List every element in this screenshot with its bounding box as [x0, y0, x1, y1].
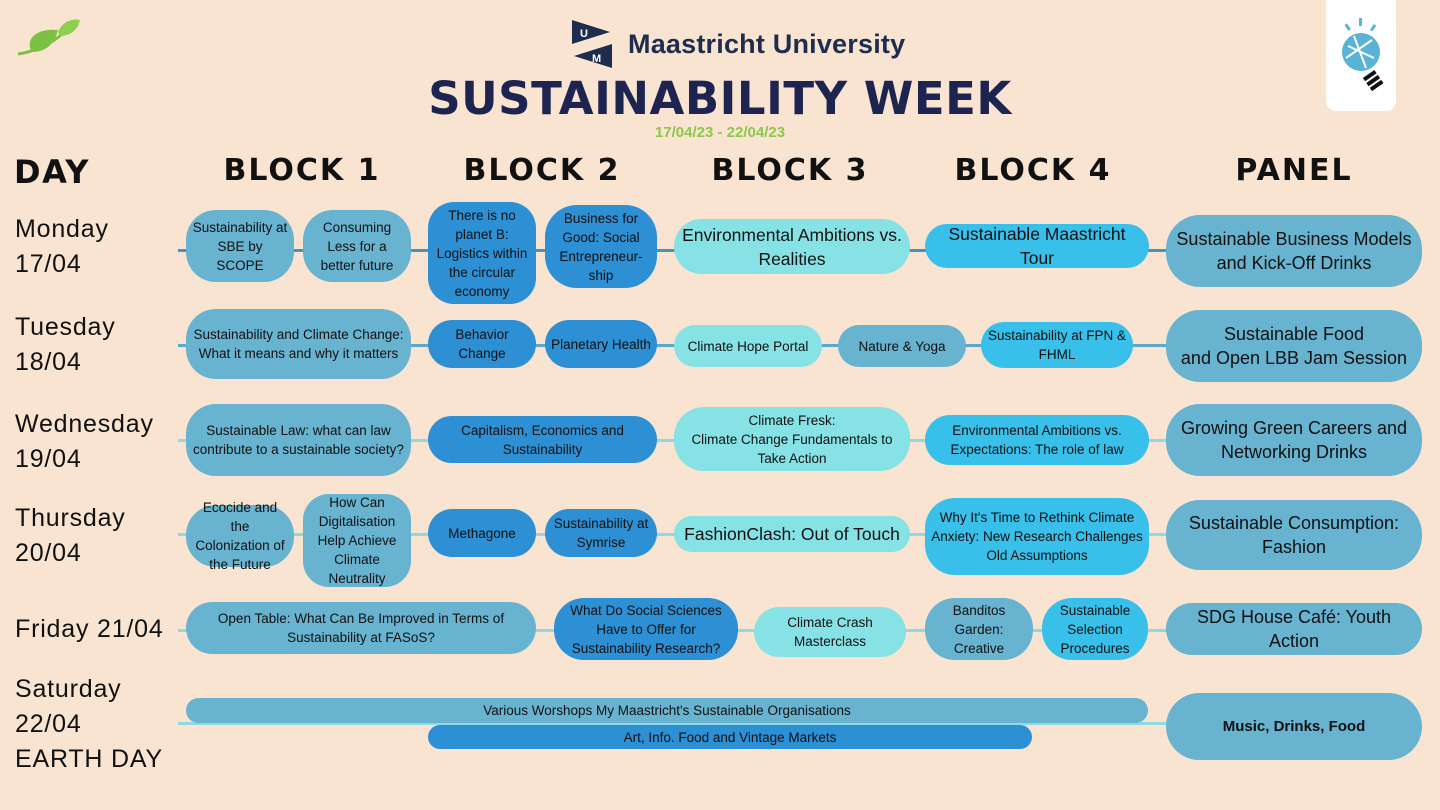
block1-header: BLOCK 1	[223, 153, 381, 188]
panel-header: PANEL	[1235, 153, 1353, 188]
date-range: 17/04/23 - 22/04/23	[654, 124, 786, 141]
event-monday-block3[interactable]: Environmental Ambitions vs. Realities	[674, 219, 910, 274]
day-friday: Friday 21/04	[15, 615, 164, 643]
event-friday-block4-b[interactable]: Sustainable Selection Procedures	[1042, 598, 1148, 660]
um-logo-icon: U M	[572, 20, 612, 68]
event-monday-block2-a[interactable]: There is no planet B: Logistics within t…	[428, 202, 536, 304]
event-monday-block1-a[interactable]: Sustainability at SBE by SCOPE	[186, 210, 294, 282]
event-thursday-block1-a[interactable]: Ecocide and the Colonization of the Futu…	[186, 500, 294, 572]
day-tuesday: Tuesday 18/04	[15, 313, 116, 376]
event-tuesday-block1[interactable]: Sustainability and Climate Change: What …	[186, 309, 411, 379]
event-thursday-panel[interactable]: Sustainable Consumption: Fashion	[1166, 500, 1422, 570]
event-friday-block3[interactable]: Climate Crash Masterclass	[754, 607, 906, 657]
event-tuesday-panel[interactable]: Sustainable Food and Open LBB Jam Sessio…	[1166, 310, 1422, 382]
event-wednesday-block1[interactable]: Sustainable Law: what can law contribute…	[186, 404, 411, 476]
block4-header: BLOCK 4	[954, 153, 1112, 188]
day-thursday: Thursday 20/04	[15, 504, 126, 567]
lightbulb-card	[1326, 0, 1396, 111]
event-tuesday-block3-a[interactable]: Climate Hope Portal	[674, 325, 822, 367]
university-logo: U M Maastricht University	[570, 16, 930, 72]
event-friday-block4-a[interactable]: Banditos Garden: Creative	[925, 598, 1033, 660]
event-wednesday-block3[interactable]: Climate Fresk: Climate Change Fundamenta…	[674, 407, 910, 471]
event-saturday-panel[interactable]: Music, Drinks, Food	[1166, 693, 1422, 760]
event-thursday-block4[interactable]: Why It's Time to Rethink Climate Anxiety…	[925, 498, 1149, 575]
event-friday-panel[interactable]: SDG House Café: Youth Action	[1166, 603, 1422, 655]
event-monday-panel[interactable]: Sustainable Business Models and Kick-Off…	[1166, 215, 1422, 287]
event-wednesday-panel[interactable]: Growing Green Careers and Networking Dri…	[1166, 404, 1422, 476]
event-wednesday-block4[interactable]: Environmental Ambitions vs. Expectations…	[925, 415, 1149, 465]
day-saturday: Saturday 22/04 EARTH DAY	[15, 675, 163, 773]
event-thursday-block2-a[interactable]: Methagone	[428, 509, 536, 557]
svg-text:M: M	[592, 53, 601, 65]
day-monday: Monday 17/04	[15, 215, 109, 278]
event-thursday-block1-b[interactable]: How Can Digitalisation Help Achieve Clim…	[303, 494, 411, 587]
day-column-header: DAY	[14, 153, 90, 191]
university-name: Maastricht University	[628, 28, 906, 59]
event-tuesday-block3-b[interactable]: Nature & Yoga	[838, 325, 966, 367]
event-monday-block2-b[interactable]: Business for Good: Social Entrepreneur-s…	[545, 205, 657, 288]
event-tuesday-block4[interactable]: Sustainability at FPN & FHML	[981, 322, 1133, 368]
event-tuesday-block2-a[interactable]: Behavior Change	[428, 320, 536, 368]
day-wednesday: Wednesday 19/04	[15, 410, 154, 473]
lightbulb-icon	[1342, 18, 1384, 92]
event-friday-block1[interactable]: Open Table: What Can Be Improved in Term…	[186, 602, 536, 654]
row-line-saturday	[178, 722, 1172, 725]
event-saturday-markets[interactable]: Art, Info. Food and Vintage Markets	[428, 725, 1032, 749]
block2-header: BLOCK 2	[463, 153, 621, 188]
event-monday-block1-b[interactable]: Consuming Less for a better future	[303, 210, 411, 282]
page-title: SUSTAINABILITY WEEK	[428, 72, 1012, 125]
event-thursday-block3[interactable]: FashionClash: Out of Touch	[674, 516, 910, 552]
block3-header: BLOCK 3	[711, 153, 869, 188]
event-thursday-block2-b[interactable]: Sustainability at Symrise	[545, 509, 657, 557]
event-monday-block4[interactable]: Sustainable Maastricht Tour	[925, 224, 1149, 268]
event-friday-block2[interactable]: What Do Social Sciences Have to Offer fo…	[554, 598, 738, 660]
leaf-icon	[17, 19, 80, 56]
svg-text:U: U	[580, 28, 588, 40]
event-wednesday-block2[interactable]: Capitalism, Economics and Sustainability	[428, 416, 657, 463]
event-tuesday-block2-b[interactable]: Planetary Health	[545, 320, 657, 368]
event-saturday-workshops[interactable]: Various Worshops My Maastricht's Sustain…	[186, 698, 1148, 723]
